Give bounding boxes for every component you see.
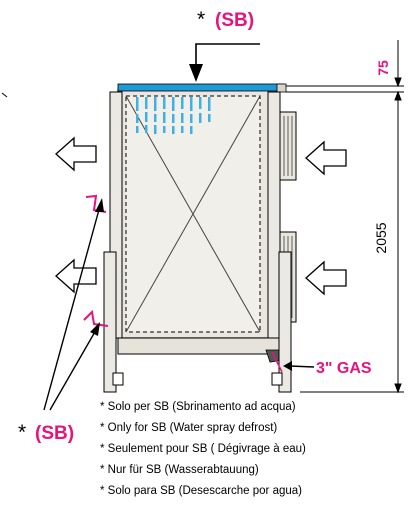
- air-in-arrow-lower: [305, 260, 347, 296]
- note-english: * Only for SB (Water spray defrost): [100, 422, 277, 434]
- header-fitting: [276, 83, 287, 93]
- dimension-top-clearance: 75: [375, 60, 391, 76]
- left-support-leg: [103, 251, 117, 393]
- dimension-lines: [286, 40, 404, 394]
- right-foot-bracket: [271, 372, 283, 386]
- note-spanish: * Solo para SB (Desescarche por agua): [100, 485, 302, 497]
- spray-drops: [136, 97, 211, 134]
- note-french: * Seulement pour SB ( Dégivrage à eau): [100, 443, 306, 455]
- gas-leader: [283, 361, 315, 371]
- stray-tick-mark: [1, 92, 8, 98]
- coil-cross-line-2: [125, 95, 261, 333]
- gas-pipe-stub: [271, 351, 283, 373]
- dimension-height: 2055: [373, 222, 389, 253]
- air-out-arrow-upper: [55, 136, 97, 172]
- multilingual-notes: * Solo per SB (Sbrinamento ad acqua) * O…: [100, 401, 306, 497]
- right-side-panel: [267, 91, 281, 339]
- left-foot-bracket: [112, 372, 124, 386]
- top-sb-callout: * (SB): [197, 8, 254, 31]
- bottom-sb-code: (SB): [35, 423, 74, 444]
- lower-spray-nozzle: [83, 309, 109, 327]
- upper-fan-guard: [279, 111, 297, 181]
- note-german: * Nur für SB (Wasserabtauung): [100, 464, 259, 476]
- sb-leader-lines: [43, 198, 104, 411]
- spray-header: [117, 83, 285, 92]
- gas-connection-label: 3" GAS: [316, 360, 372, 377]
- top-sb-code: (SB): [215, 10, 254, 31]
- air-out-arrow-lower: [55, 258, 97, 294]
- note-italian: * Solo per SB (Sbrinamento ad acqua): [100, 401, 296, 413]
- top-sb-star: *: [197, 8, 205, 31]
- right-support-leg: [278, 251, 292, 393]
- air-in-arrow-upper: [305, 140, 347, 176]
- bottom-sb-callout: * (SB): [18, 421, 74, 444]
- water-inlet-arrow: [189, 43, 260, 82]
- drip-tray: [117, 337, 282, 355]
- bottom-sb-star: *: [18, 421, 26, 444]
